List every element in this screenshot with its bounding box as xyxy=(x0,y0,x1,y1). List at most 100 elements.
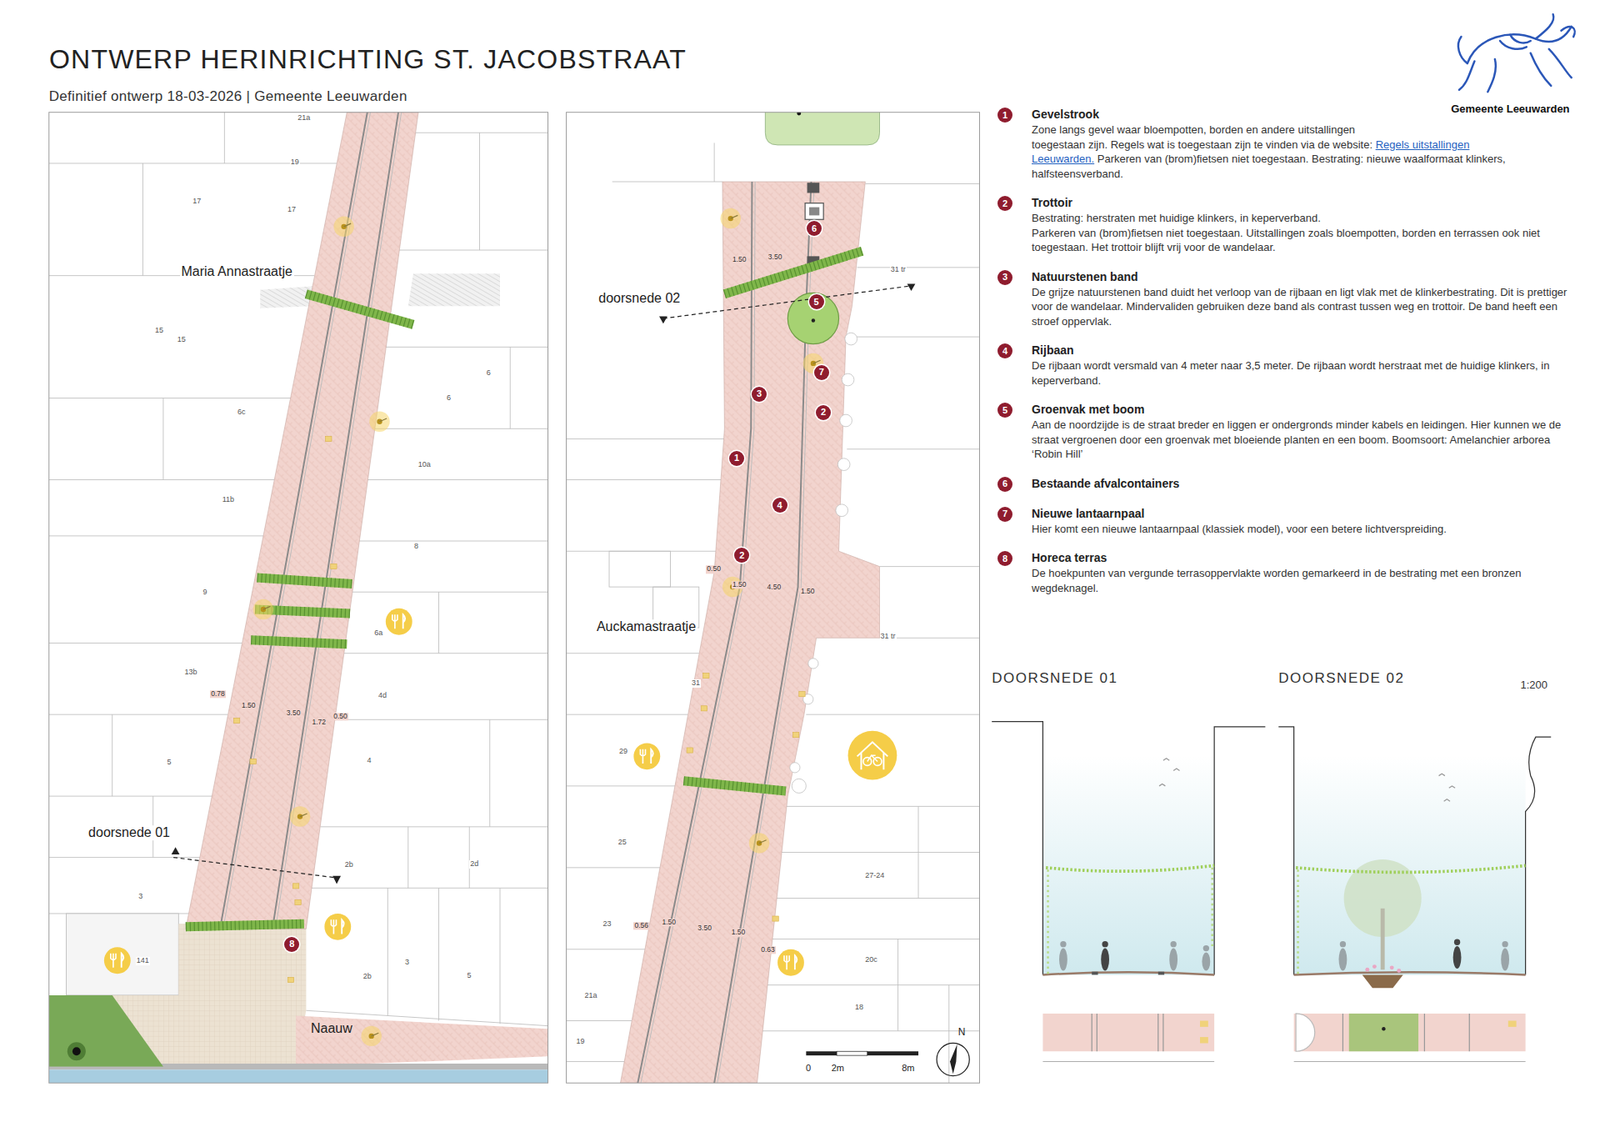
section-01-part-part xyxy=(1101,940,1108,947)
logo-lion-part xyxy=(1500,35,1531,50)
map-left-part xyxy=(185,112,419,930)
legend-text: toegestaan zijn. Regels wat is toegestaa… xyxy=(1031,138,1373,151)
map-left-part xyxy=(49,1069,549,1083)
map-left-part xyxy=(408,273,500,306)
dimension: 1.50 xyxy=(731,256,748,265)
callout-text: 1 xyxy=(734,453,740,463)
map-left-part xyxy=(66,913,180,995)
bay-windows-part xyxy=(841,373,855,386)
callout-number: 4 xyxy=(772,497,788,513)
callout-number: 8 xyxy=(284,936,300,952)
legend-item: Natuurstenen bandDe grijze natuurstenen … xyxy=(996,269,1572,330)
callout-number: 2 xyxy=(815,405,831,420)
callout-text: 1 xyxy=(1002,110,1008,120)
map-left-part xyxy=(330,564,337,570)
map-middle-part xyxy=(799,691,805,697)
legend-text: Parkeren van (brom)fietsen niet toegesta… xyxy=(1031,225,1572,255)
legend-paragraph: toegestaan zijn. Regels wat is toegestaa… xyxy=(1031,137,1572,182)
legend-text: De rijbaan wordt versmald van 4 meter na… xyxy=(1031,358,1572,388)
callout-number: 7 xyxy=(814,365,830,380)
section-01-part xyxy=(1214,726,1265,975)
plan-drawing-part xyxy=(49,112,549,1083)
bay-windows-part xyxy=(835,504,849,517)
callout-text: 7 xyxy=(819,367,825,377)
dimension: 1.50 xyxy=(730,929,747,937)
map-middle-part xyxy=(772,915,779,921)
house-number: 31 tr xyxy=(880,632,897,641)
house-number: 21a xyxy=(583,991,598,1000)
dimension: 3.50 xyxy=(696,925,713,933)
section-01-part xyxy=(1200,1036,1209,1043)
map-middle-part xyxy=(807,182,820,193)
map-left-part xyxy=(49,112,549,1083)
legend-heading: Nieuwe lantaarnpaal xyxy=(1031,505,1572,522)
section-02-part-part xyxy=(1365,967,1370,972)
callout-text: 6 xyxy=(811,224,817,234)
map-left-part xyxy=(171,846,180,855)
callout-text: 2 xyxy=(1002,199,1008,209)
callout-number: 3 xyxy=(751,386,767,402)
legend-item: Groenvak met boomAan de noordzijde is de… xyxy=(996,401,1572,462)
building-lines-part xyxy=(755,805,980,1083)
bay-windows-part xyxy=(845,332,858,345)
house-number: 11b xyxy=(221,495,235,505)
map-middle-part xyxy=(811,318,815,322)
bay-windows-part xyxy=(837,458,850,471)
dimension: 1.50 xyxy=(731,580,748,589)
section-marker: doorsnede 01 xyxy=(86,825,172,840)
house-number: 17 xyxy=(286,205,297,215)
bay-windows-part xyxy=(840,414,853,427)
map-left-part xyxy=(332,875,341,885)
dimension: 0.56 xyxy=(633,921,650,930)
section-01-part xyxy=(1048,867,1213,975)
scale-label: 8m xyxy=(900,1062,915,1073)
callout-number: 2 xyxy=(997,195,1013,211)
house-number: 141 xyxy=(135,957,150,966)
house-number: 15 xyxy=(176,335,187,345)
callout-text: 2 xyxy=(820,407,826,417)
callout-text: 5 xyxy=(1002,405,1008,415)
house-number: 2b xyxy=(362,972,373,981)
callout-text: 3 xyxy=(756,389,762,399)
map-middle-part xyxy=(663,285,912,319)
bike-parking-icon xyxy=(848,730,898,780)
plan-drawing-part xyxy=(566,112,980,1083)
legend-text: Aan de noordzijde is de straat breder en… xyxy=(1031,417,1572,462)
section-title: DOORSNEDE 01 xyxy=(991,670,1118,687)
house-number: 4d xyxy=(377,691,388,700)
section-02-part xyxy=(1439,773,1456,801)
map-left-part xyxy=(67,1041,86,1060)
map-left-part xyxy=(250,758,256,764)
bike-parking-icon-part xyxy=(857,741,889,770)
callout-number: 8 xyxy=(997,550,1013,566)
section-01-part-part xyxy=(1060,940,1066,947)
section-02-part xyxy=(1294,971,1526,975)
house-number: 29 xyxy=(618,747,629,756)
map-middle-part xyxy=(950,1044,958,1075)
section-01-part-part xyxy=(1059,948,1068,971)
map-middle-part xyxy=(703,673,710,679)
bike-parking-icon-part xyxy=(848,730,898,780)
map-left-part xyxy=(290,805,310,826)
dimension: 0.78 xyxy=(210,690,226,698)
legend-text: Bestrating: herstraten met huidige klink… xyxy=(1031,210,1572,226)
building-lines-part xyxy=(609,550,670,587)
callout-number: 5 xyxy=(809,294,825,310)
callout-text: 7 xyxy=(1002,509,1008,519)
map-middle xyxy=(566,112,980,1083)
house-number: 21a xyxy=(296,114,311,123)
dimension: 1.50 xyxy=(800,588,816,596)
callout-text: 4 xyxy=(1002,346,1008,356)
house-number: 20c xyxy=(864,955,879,965)
map-middle-part xyxy=(907,283,916,291)
scale-label: 0 xyxy=(805,1062,812,1073)
map-middle-part xyxy=(686,747,693,753)
map-left-part xyxy=(385,608,413,635)
callout-number: 1 xyxy=(729,450,745,466)
map-middle-part xyxy=(633,742,660,770)
hedges xyxy=(185,294,414,927)
map-left-part xyxy=(369,410,390,431)
house-number: 25 xyxy=(617,838,628,847)
section-02-part xyxy=(1296,869,1299,975)
house-number: 17 xyxy=(191,197,202,206)
